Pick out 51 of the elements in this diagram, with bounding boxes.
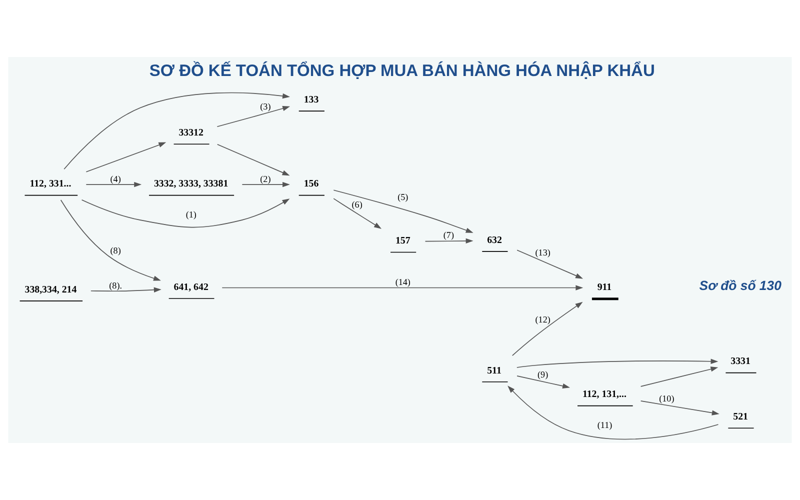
edge-label: (6) bbox=[352, 200, 362, 210]
node-text: 911 bbox=[597, 282, 612, 293]
node-text: 511 bbox=[487, 365, 502, 376]
node-text: 338,334, 214 bbox=[24, 284, 77, 296]
edge-label: (1) bbox=[186, 209, 196, 220]
arrow bbox=[516, 358, 718, 368]
node-text: 112, 331... bbox=[30, 178, 72, 190]
node-text: 133 bbox=[304, 94, 319, 106]
arrow bbox=[90, 287, 162, 292]
node-text: 157 bbox=[395, 236, 410, 247]
caption: Sơ đồ số 130 bbox=[699, 278, 782, 294]
arrow bbox=[640, 366, 718, 387]
edge-label: (3) bbox=[260, 101, 271, 112]
arrow bbox=[222, 285, 584, 290]
edge-label: (12) bbox=[535, 314, 550, 324]
arrow bbox=[216, 106, 290, 128]
node-text: 521 bbox=[733, 412, 748, 423]
arrow bbox=[81, 198, 290, 228]
edge-label: (14) bbox=[395, 277, 410, 288]
edge-label: (8) bbox=[110, 246, 121, 256]
node-text: 112, 131,... bbox=[582, 389, 626, 400]
arrow bbox=[512, 302, 583, 356]
node-text: 3332, 3333, 33381 bbox=[154, 178, 228, 190]
arrow bbox=[86, 182, 142, 188]
arrow bbox=[333, 198, 382, 229]
node-text: 632 bbox=[487, 234, 502, 246]
arrow bbox=[242, 182, 290, 188]
edge-label: (7) bbox=[443, 230, 454, 240]
arrow bbox=[508, 386, 719, 440]
diagram-title: SƠ ĐỒ KẾ TOÁN TỔNG HỢP MUA BÁN HÀNG HÓA NHẬP KHẨU bbox=[149, 62, 655, 80]
edge-label: (13) bbox=[535, 247, 550, 258]
node-text: 33312 bbox=[178, 128, 204, 139]
edge-label: (5) bbox=[398, 192, 408, 202]
arrow bbox=[216, 144, 290, 176]
node-text: 641, 642 bbox=[174, 282, 208, 293]
arrow bbox=[64, 92, 290, 170]
edge-label: (11) bbox=[597, 420, 612, 430]
arrow bbox=[60, 200, 161, 281]
edge-label: (4) bbox=[110, 174, 121, 184]
arrow bbox=[86, 142, 166, 172]
arrow bbox=[640, 400, 720, 416]
edge-label: (10) bbox=[659, 394, 674, 404]
node-text: 156 bbox=[304, 178, 319, 190]
edge-label: (9) bbox=[538, 370, 548, 380]
edge-label: (8). bbox=[109, 280, 122, 290]
edge-label: (2) bbox=[260, 174, 271, 184]
arrow bbox=[424, 238, 474, 244]
arrow bbox=[516, 376, 570, 389]
node-text: 3331 bbox=[730, 356, 750, 368]
arrow bbox=[333, 190, 474, 233]
arrow bbox=[516, 250, 584, 279]
